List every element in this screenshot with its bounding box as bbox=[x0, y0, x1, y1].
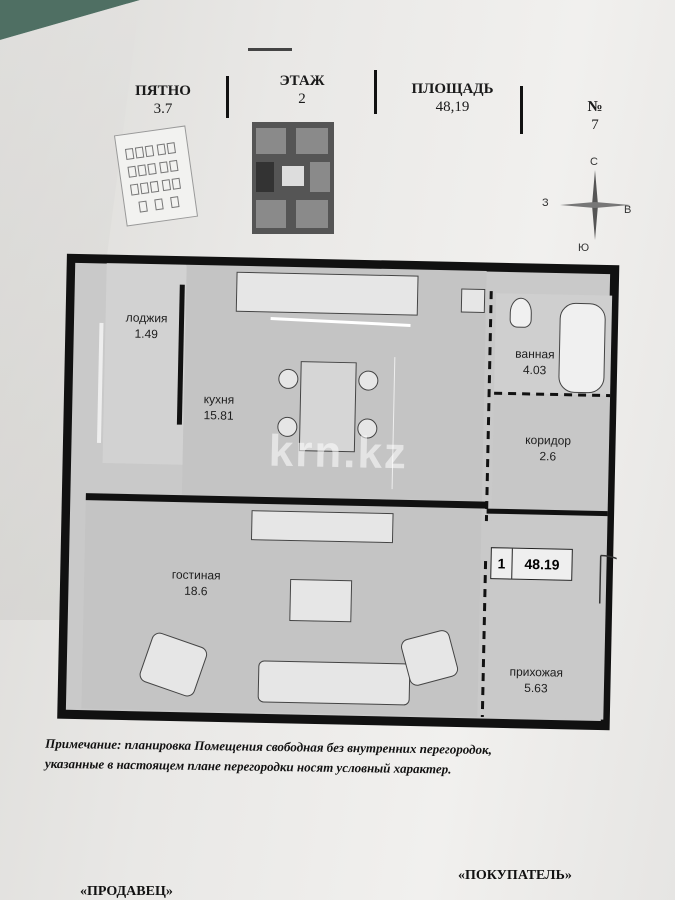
loggia-area: 1.49 bbox=[134, 326, 159, 342]
corridor-label: коридор 2.6 bbox=[503, 431, 594, 465]
floor-label: ЭТАЖ bbox=[279, 73, 325, 89]
kitchen-label: кухня 15.81 bbox=[183, 391, 254, 424]
rooms-count: 1 bbox=[491, 548, 513, 579]
spot-value: 3.7 bbox=[153, 101, 173, 117]
spot-label: ПЯТНО bbox=[135, 83, 191, 99]
sofa bbox=[257, 660, 411, 706]
area-label: ПЛОЩАДЬ bbox=[411, 81, 494, 97]
corridor-name: коридор bbox=[525, 432, 572, 448]
header-divider bbox=[226, 76, 229, 118]
watermark: krn.kz bbox=[268, 426, 409, 479]
hallway-name: прихожая bbox=[509, 664, 564, 680]
apartment-floor-plan: лоджия 1.49 кухня 15.81 ванная 4.03 кори… bbox=[57, 252, 623, 732]
compass-south: Ю bbox=[578, 242, 590, 254]
kitchen-counter bbox=[235, 271, 419, 316]
loggia-label: лоджия 1.49 bbox=[111, 309, 182, 342]
hallway-area: 5.63 bbox=[524, 680, 548, 696]
living-label: гостиная 18.6 bbox=[156, 566, 237, 600]
floor-block: ЭТАЖ 2 bbox=[262, 72, 342, 108]
spot-block: ПЯТНО 3.7 bbox=[128, 82, 198, 118]
living-area: 18.6 bbox=[184, 583, 208, 599]
corridor-area: 2.6 bbox=[539, 449, 557, 464]
compass-north: С bbox=[590, 156, 598, 168]
hallway-label: прихожая 5.63 bbox=[488, 663, 585, 697]
seller-signature-label: «ПРОДАВЕЦ» bbox=[80, 884, 173, 899]
kitchen-cabinet bbox=[460, 288, 486, 313]
area-summary-box: 1 48.19 bbox=[490, 547, 573, 581]
wardrobe bbox=[250, 510, 394, 544]
kitchen-area: 15.81 bbox=[203, 408, 234, 423]
area-block: ПЛОЩАДЬ 48,19 bbox=[405, 80, 500, 116]
living-name: гостиная bbox=[171, 567, 221, 583]
header-divider bbox=[374, 70, 377, 114]
bathroom-label: ванная 4.03 bbox=[494, 345, 575, 379]
coffee-table bbox=[289, 578, 353, 623]
header-dash bbox=[248, 48, 292, 51]
loggia-name: лоджия bbox=[125, 310, 168, 326]
compass-west: З bbox=[542, 197, 549, 209]
buyer-signature-label: «ПОКУПАТЕЛЬ» bbox=[458, 868, 572, 883]
number-label: № bbox=[587, 99, 603, 115]
toilet bbox=[509, 297, 533, 328]
floor-plan-thumbnail bbox=[252, 122, 334, 234]
area-value: 48,19 bbox=[435, 99, 470, 115]
floor-value: 2 bbox=[298, 91, 306, 107]
header-divider bbox=[520, 86, 523, 134]
compass-east: В bbox=[624, 204, 632, 216]
number-block: № 7 bbox=[575, 98, 615, 134]
number-value: 7 bbox=[591, 117, 599, 133]
bathroom-area: 4.03 bbox=[522, 362, 547, 378]
plan-note: Примечание: планировка Помещения свободн… bbox=[45, 734, 646, 782]
kitchen-name: кухня bbox=[203, 392, 235, 407]
compass-rose: С Ю З В bbox=[542, 156, 640, 254]
bathroom-name: ванная bbox=[515, 346, 555, 362]
total-area: 48.19 bbox=[524, 555, 560, 573]
compass-icon bbox=[560, 170, 630, 240]
site-plan-thumbnail bbox=[113, 125, 199, 227]
